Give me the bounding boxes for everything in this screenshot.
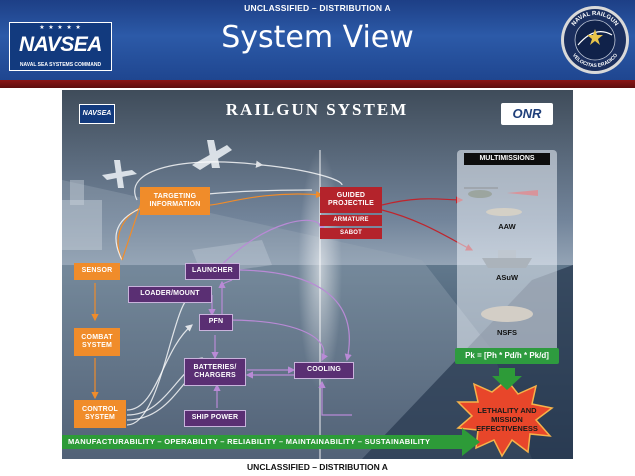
classification-top: UNCLASSIFIED – DISTRIBUTION A <box>244 3 391 13</box>
box-launcher: LAUNCHER <box>185 263 240 280</box>
lethality-starburst <box>456 378 554 458</box>
classification-bottom: UNCLASSIFIED – DISTRIBUTION A <box>247 462 388 472</box>
aircraft-icon <box>192 140 232 170</box>
navsea-logo: ★ ★ ★ ★ ★ NAVSEA NAVAL SEA SYSTEMS COMMA… <box>9 22 112 71</box>
lethality-label: LETHALITY AND MISSION EFFECTIVENESS <box>476 406 538 433</box>
mission-label-aaw: AAW <box>498 222 516 231</box>
box-combat-system: COMBAT SYSTEM <box>74 328 120 356</box>
multimissions-panel <box>457 150 557 356</box>
box-batteries-chargers: BATTERIES/ CHARGERS <box>184 358 246 386</box>
mission-label-asuw: ASuW <box>495 273 519 282</box>
down-arrow-icon <box>492 368 522 390</box>
box-sensor: SENSOR <box>74 263 120 280</box>
box-control-system: CONTROL SYSTEM <box>74 400 126 428</box>
navsea-logo-subtitle: NAVAL SEA SYSTEMS COMMAND <box>19 62 102 68</box>
naval-railgun-seal: NAVAL RAILGUN VELOCITAS ERADICO <box>561 6 629 74</box>
ilities-bar: MANUFACTURABILITY – OPERABILITY – RELIAB… <box>62 435 452 449</box>
box-loader-mount: LOADER/MOUNT <box>128 286 212 303</box>
box-armature: ARMATURE <box>320 215 382 226</box>
uav-icon <box>102 160 137 188</box>
kill-probability-formula: Pk = [Ph * Pd/h * Pk/d] <box>455 348 559 364</box>
diagram-title: RAILGUN SYSTEM <box>225 100 409 119</box>
navsea-logo-word: NAVSEA <box>19 33 102 56</box>
green-arrow-shape <box>447 428 480 456</box>
navsea-mini-logo: NAVSEA <box>79 104 115 124</box>
page-title: System View <box>221 20 414 55</box>
box-pfn: PFN <box>199 314 233 331</box>
box-targeting-information: TARGETING INFORMATION <box>140 187 210 215</box>
multimissions-title: MULTIMISSIONS <box>464 153 550 165</box>
box-cooling: COOLING <box>294 362 354 379</box>
box-guided-projectile: GUIDED PROJECTILE <box>320 187 382 213</box>
railgun-system-diagram: RAILGUN SYSTEM NAVSEA ONR TARGETING INFO… <box>62 90 573 459</box>
mission-label-nsfs: NSFS <box>496 328 517 337</box>
box-sabot: SABOT <box>320 228 382 239</box>
header-divider <box>0 80 635 88</box>
box-ship-power: SHIP POWER <box>184 410 246 427</box>
onr-logo: ONR <box>501 103 553 125</box>
star-icons: ★ ★ ★ ★ ★ <box>39 25 82 31</box>
